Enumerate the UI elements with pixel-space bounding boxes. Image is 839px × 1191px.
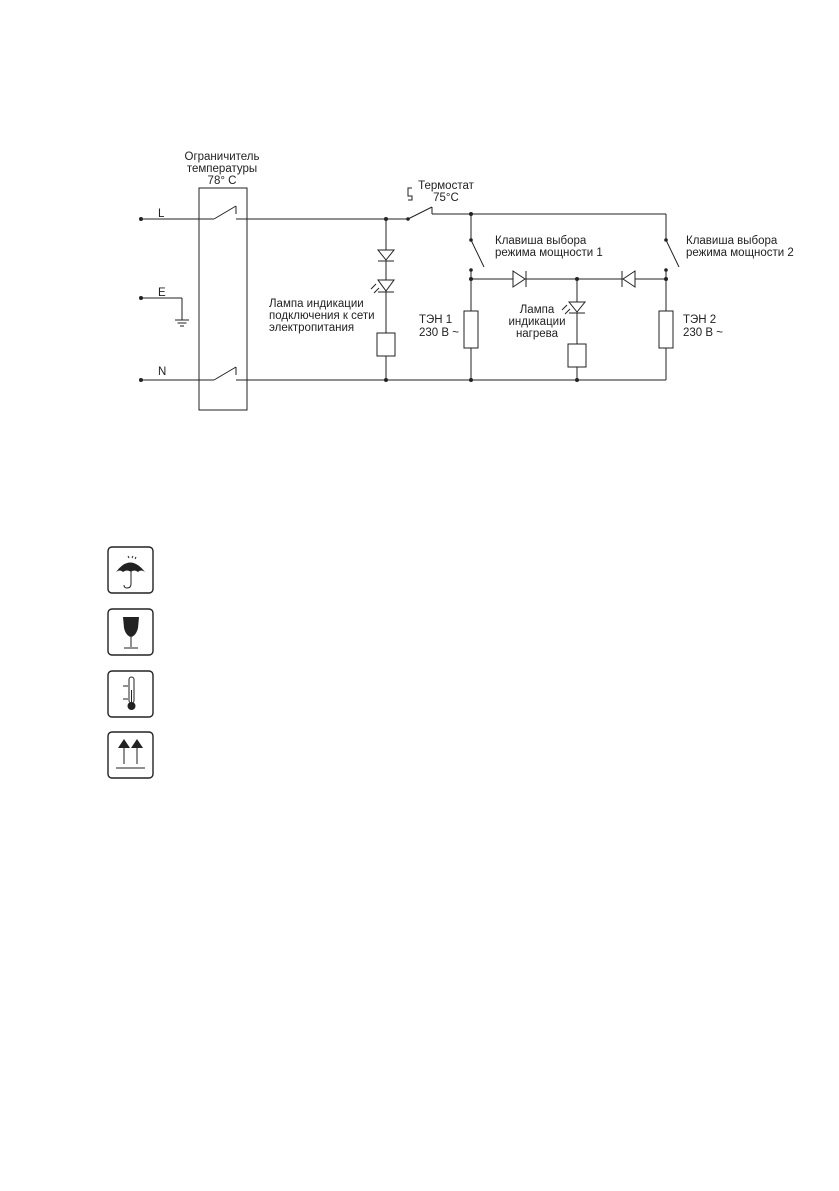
svg-text:75°C: 75°C	[433, 192, 459, 204]
svg-text:Лампа: Лампа	[520, 304, 555, 316]
svg-text:Лампа индикации: Лампа индикации	[269, 298, 364, 310]
limiter-contact-l	[213, 205, 237, 220]
switch2	[664, 214, 680, 272]
thermostat-label: Термостат 75°C	[418, 180, 475, 204]
heater1-label: ТЭН 1 230 В ~	[419, 314, 459, 339]
svg-text:индикации: индикации	[508, 316, 565, 328]
svg-text:Термостат: Термостат	[418, 180, 475, 192]
umbrella-icon	[107, 546, 154, 594]
svg-text:температуры: температуры	[187, 163, 257, 175]
line-l-label: L	[158, 208, 165, 220]
svg-text:Клавиша выбора: Клавиша выбора	[495, 235, 587, 247]
limiter-contact-n	[213, 366, 237, 381]
heater2-label: ТЭН 2 230 В ~	[683, 314, 723, 339]
wires	[141, 213, 666, 381]
lamp-power-label: Лампа индикации подключения к сети элект…	[269, 298, 375, 334]
ground-icon	[175, 319, 189, 327]
svg-text:ТЭН 2: ТЭН 2	[683, 314, 716, 326]
switch1-label: Клавиша выбора режима мощности 1	[495, 235, 603, 259]
line-e-label: E	[158, 287, 166, 299]
thermostat-contact	[406, 206, 433, 221]
this-way-up-icon	[107, 731, 154, 779]
fragile-glass-icon	[107, 608, 154, 656]
terminal-l	[139, 217, 143, 221]
svg-text:электропитания: электропитания	[269, 322, 354, 334]
svg-text:подключения к сети: подключения к сети	[269, 310, 375, 322]
svg-text:230 В ~: 230 В ~	[683, 327, 723, 339]
heater1-branch	[463, 270, 479, 382]
svg-text:нагрева: нагрева	[516, 328, 559, 340]
heat-lamp-branch	[471, 270, 666, 382]
limiter-label: Ограничитель температуры 78° C	[185, 151, 260, 187]
svg-text:режима мощности 2: режима мощности 2	[686, 247, 794, 259]
svg-text:Ограничитель: Ограничитель	[185, 151, 260, 163]
temperature-limit-icon	[107, 670, 154, 718]
svg-text:230 В ~: 230 В ~	[419, 327, 459, 339]
terminal-e	[139, 296, 143, 300]
svg-text:78° C: 78° C	[208, 175, 237, 187]
svg-text:ТЭН 1: ТЭН 1	[419, 314, 452, 326]
svg-text:Клавиша выбора: Клавиша выбора	[686, 235, 778, 247]
svg-text:режима мощности 1: режима мощности 1	[495, 247, 603, 259]
power-lamp-branch	[370, 217, 396, 382]
switch2-label: Клавиша выбора режима мощности 2	[686, 235, 794, 259]
terminal-n	[139, 378, 143, 382]
lamp-heat-label: Лампа индикации нагрева	[508, 304, 565, 340]
heater2-branch	[658, 270, 674, 380]
temperature-limiter-box	[198, 187, 248, 411]
switch1	[469, 212, 485, 272]
line-n-label: N	[158, 366, 166, 378]
thermostat-symbol-icon	[407, 187, 413, 201]
